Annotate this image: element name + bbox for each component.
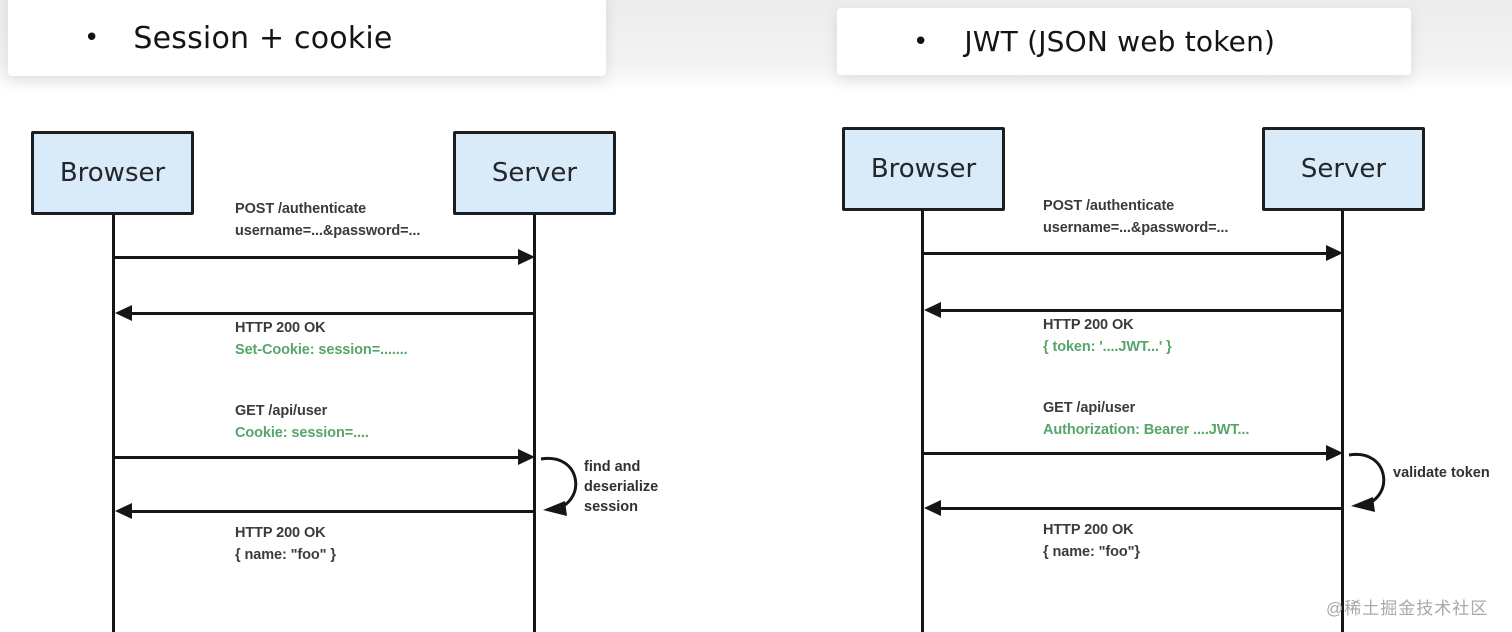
message-label: HTTP 200 OK [235,320,326,336]
message-label-highlight: { token: '....JWT...' } [1043,339,1172,355]
message-label: POST /authenticate [1043,198,1175,214]
right-title: JWT (JSON web token) [964,25,1276,58]
message-label-highlight: Set-Cookie: session=....... [235,342,408,358]
message-label: GET /api/user [1043,400,1136,416]
message-label: HTTP 200 OK [1043,522,1134,538]
left-title-card: • Session + cookie [8,0,606,76]
browser-actor-box: Browser [842,127,1005,211]
response-arrow [115,503,535,520]
request-arrow [115,449,535,466]
message-label: { name: "foo" } [235,547,336,563]
message-label: GET /api/user [235,403,328,419]
server-actor-box: Server [1262,127,1425,211]
bullet-icon: • [913,26,929,57]
self-loop-arrow [1348,452,1386,512]
message-label: username=...&password=... [1043,220,1229,236]
browser-label: Browser [870,154,977,184]
message-label: { name: "foo"} [1043,544,1140,560]
server-note: session [584,499,638,515]
response-arrow [924,500,1343,517]
server-label: Server [491,158,578,188]
right-title-card: • JWT (JSON web token) [837,8,1411,75]
browser-lifeline [112,213,115,632]
left-title: Session + cookie [133,20,393,56]
message-label: POST /authenticate [235,201,367,217]
server-label: Server [1300,154,1387,184]
server-note: deserialize [584,479,659,495]
message-label: HTTP 200 OK [1043,317,1134,333]
bullet-icon: • [84,23,100,53]
server-note: find and [584,459,641,475]
server-actor-box: Server [453,131,616,215]
browser-lifeline [921,209,924,632]
self-loop-arrow [540,456,578,516]
message-label: username=...&password=... [235,223,421,239]
request-arrow [924,445,1343,462]
response-arrow [115,305,535,322]
server-note: validate token [1393,465,1490,481]
message-label-highlight: Authorization: Bearer ....JWT... [1043,422,1250,438]
server-lifeline [1341,209,1344,632]
request-arrow [115,249,535,266]
request-arrow [924,245,1343,262]
message-label-highlight: Cookie: session=.... [235,425,369,441]
watermark: @稀土掘金技术社区 [1326,599,1489,618]
response-arrow [924,302,1343,319]
server-lifeline [533,213,536,632]
browser-label: Browser [59,158,166,188]
message-label: HTTP 200 OK [235,525,326,541]
browser-actor-box: Browser [31,131,194,215]
